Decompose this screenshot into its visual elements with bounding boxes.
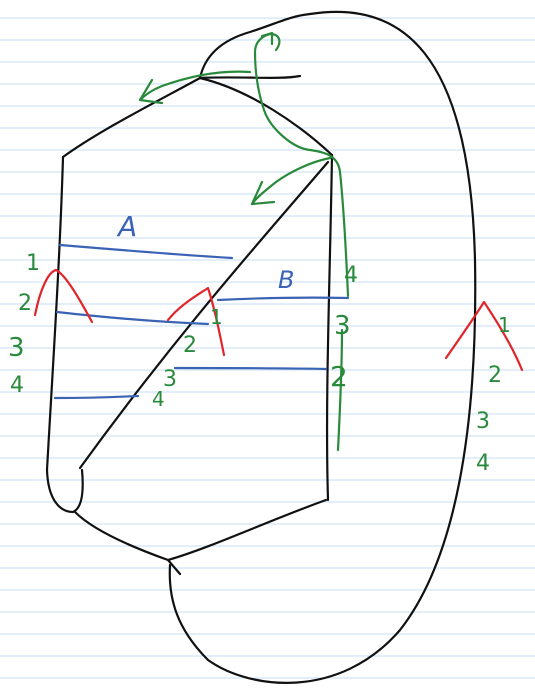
loop-number-2: 2 (488, 363, 502, 388)
center-number-2: 2 (183, 333, 197, 358)
label-b: B (278, 266, 294, 294)
loop-number-4: 4 (476, 451, 490, 476)
right-edge-number-3: 3 (334, 311, 351, 341)
right-edge-number-2: 2 (330, 360, 348, 393)
left-number-3: 3 (8, 333, 25, 363)
loop-number-1: 1 (498, 313, 511, 337)
center-number-4: 4 (152, 387, 165, 411)
left-number-4: 4 (10, 373, 24, 398)
right-edge-number-4: 4 (344, 263, 358, 288)
label-a: A (116, 210, 137, 243)
left-number-2: 2 (18, 291, 32, 316)
center-number-3: 3 (163, 367, 177, 392)
loop-number-3: 3 (476, 409, 490, 434)
curve-middle-right (175, 368, 326, 369)
left-number-1: 1 (26, 251, 40, 276)
center-number-1: 1 (210, 305, 223, 329)
